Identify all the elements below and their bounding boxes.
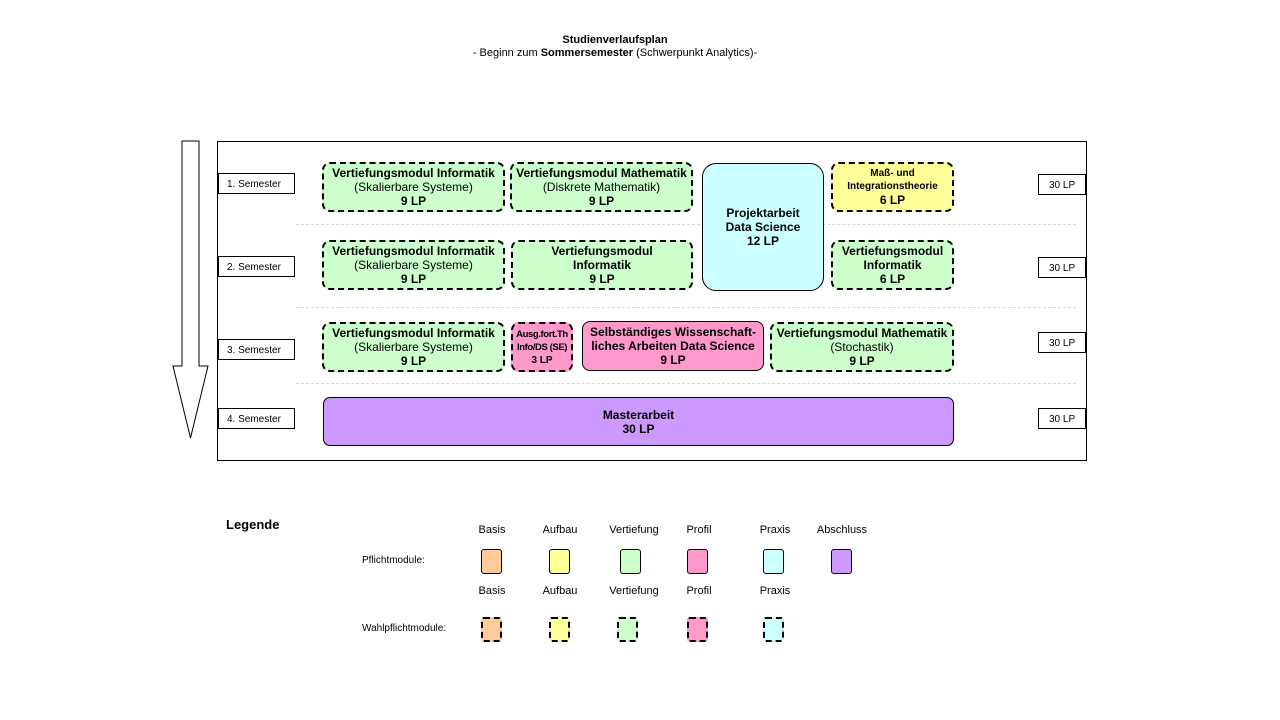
legend-header-profil: Profil	[686, 585, 712, 597]
module-title-line1: Vertiefungsmodul	[841, 244, 944, 258]
subtitle-prefix: - Beginn zum	[472, 47, 541, 59]
legend-header-aufbau: Aufbau	[542, 585, 578, 597]
legend-swatch-wahl-aufbau	[549, 617, 570, 642]
module-title-line1: Ausg.fort.Th	[516, 328, 568, 340]
module-title: Vertiefungsmodul Mathematik	[776, 326, 948, 340]
module-title: Vertiefungsmodul Informatik	[332, 244, 495, 258]
legend-header-basis: Basis	[478, 585, 506, 597]
legend-header-vertiefung: Vertiefung	[609, 524, 659, 536]
module-lp: 12 LP	[746, 234, 779, 248]
semester-divider	[296, 224, 1076, 225]
module-title-line2: Integrationstheorie	[847, 181, 938, 192]
module-title: Vertiefungsmodul Informatik	[332, 326, 495, 340]
semester-label-4: 4. Semester	[218, 408, 295, 429]
legend-header-abschluss: Abschluss	[816, 524, 868, 536]
semester-lp-2: 30 LP	[1038, 257, 1086, 278]
legend-swatch-pflicht-praxis	[763, 549, 784, 574]
module-title-line2: liches Arbeiten Data Science	[591, 339, 755, 353]
module-vertiefung-informatik-sem2-c[interactable]: Vertiefungsmodul Informatik 6 LP	[831, 240, 954, 290]
semester-divider	[296, 383, 1076, 384]
module-selbststaendiges-arbeiten[interactable]: Selbständiges Wissenschaft- liches Arbei…	[582, 321, 764, 371]
legend-swatch-pflicht-aufbau	[549, 549, 570, 574]
module-ausgewaehlte-themen[interactable]: Ausg.fort.Th Info/DS (SE) 3 LP	[511, 322, 573, 372]
legend-header-praxis: Praxis	[759, 524, 791, 536]
module-lp: 9 LP	[588, 194, 615, 208]
module-subtitle: (Skalierbare Systeme)	[354, 180, 473, 194]
legend-pflicht-label: Pflichtmodule:	[362, 555, 425, 566]
semester-lp-4: 30 LP	[1038, 408, 1086, 429]
module-lp: 9 LP	[660, 353, 686, 367]
module-vertiefung-informatik-sem2-b[interactable]: Vertiefungsmodul Informatik 9 LP	[511, 240, 693, 290]
module-masterarbeit[interactable]: Masterarbeit 30 LP	[323, 397, 954, 446]
module-title-line2: Informatik	[863, 258, 922, 272]
module-title-line1: Selbständiges Wissenschaft-	[590, 325, 756, 339]
module-title-line1: Projektarbeit	[726, 206, 800, 220]
legend-swatch-pflicht-basis	[481, 549, 502, 574]
legend-wahl-label: Wahlpflichtmodule:	[362, 623, 447, 634]
module-title-line1: Maß- und	[870, 168, 915, 179]
module-subtitle: (Stochastik)	[830, 340, 894, 354]
module-projektarbeit[interactable]: Projektarbeit Data Science 12 LP	[702, 163, 824, 291]
semester-label-2: 2. Semester	[218, 256, 295, 277]
module-title-line2: Info/DS (SE)	[516, 341, 568, 353]
module-lp: 3 LP	[531, 354, 553, 366]
semester-divider	[296, 307, 1076, 308]
module-vertiefung-mathematik-sem1[interactable]: Vertiefungsmodul Mathematik (Diskrete Ma…	[510, 162, 693, 212]
module-lp: 6 LP	[879, 193, 906, 207]
legend-header-praxis: Praxis	[759, 585, 791, 597]
semester-label-1: 1. Semester	[218, 173, 295, 194]
subtitle-bold: Sommersemester	[540, 47, 634, 59]
module-lp: 9 LP	[400, 354, 427, 368]
legend-swatch-pflicht-abschluss	[831, 549, 852, 574]
module-title-line2: Data Science	[725, 220, 801, 234]
module-lp: 9 LP	[589, 272, 615, 286]
module-subtitle: (Diskrete Mathematik)	[542, 180, 661, 194]
legend-header-basis: Basis	[478, 524, 506, 536]
page-subtitle: - Beginn zum Sommersemester (Schwerpunkt…	[0, 47, 1230, 59]
module-lp: 9 LP	[400, 194, 427, 208]
module-lp: 9 LP	[849, 354, 875, 368]
module-lp: 30 LP	[622, 421, 655, 436]
module-title-line2: Informatik	[572, 258, 631, 272]
module-vertiefung-informatik-sem2[interactable]: Vertiefungsmodul Informatik (Skalierbare…	[322, 240, 505, 290]
legend-swatch-wahl-vertiefung	[617, 617, 638, 642]
subtitle-suffix: (Schwerpunkt Analytics)-	[633, 47, 758, 59]
legend-swatch-pflicht-vertiefung	[620, 549, 641, 574]
legend-header-aufbau: Aufbau	[542, 524, 578, 536]
module-title-line1: Vertiefungsmodul	[551, 244, 653, 258]
module-title: Vertiefungsmodul Informatik	[332, 166, 495, 180]
semester-lp-3: 30 LP	[1038, 332, 1086, 353]
legend-header-profil: Profil	[686, 524, 712, 536]
module-subtitle: (Skalierbare Systeme)	[354, 258, 473, 272]
module-mass-integrationstheorie[interactable]: Maß- und Integrationstheorie 6 LP	[831, 162, 954, 212]
module-lp: 6 LP	[879, 272, 906, 286]
module-lp: 9 LP	[400, 272, 427, 286]
module-title: Masterarbeit	[602, 407, 675, 422]
semester-lp-1: 30 LP	[1038, 174, 1086, 195]
legend-swatch-wahl-basis	[481, 617, 502, 642]
module-vertiefung-informatik-sem3[interactable]: Vertiefungsmodul Informatik (Skalierbare…	[322, 322, 505, 372]
semester-progress-arrow-icon	[172, 140, 209, 439]
legend-title: Legende	[226, 517, 280, 532]
module-title: Vertiefungsmodul Mathematik	[516, 166, 687, 180]
module-subtitle: (Skalierbare Systeme)	[354, 340, 473, 354]
module-vertiefung-mathematik-sem3[interactable]: Vertiefungsmodul Mathematik (Stochastik)…	[770, 322, 954, 372]
legend-header-vertiefung: Vertiefung	[609, 585, 659, 597]
page-title: Studienverlaufsplan	[562, 34, 668, 46]
legend-swatch-wahl-praxis	[763, 617, 784, 642]
legend-swatch-pflicht-profil	[687, 549, 708, 574]
legend-swatch-wahl-profil	[687, 617, 708, 642]
module-vertiefung-informatik-sem1[interactable]: Vertiefungsmodul Informatik (Skalierbare…	[322, 162, 505, 212]
semester-label-3: 3. Semester	[218, 339, 295, 360]
